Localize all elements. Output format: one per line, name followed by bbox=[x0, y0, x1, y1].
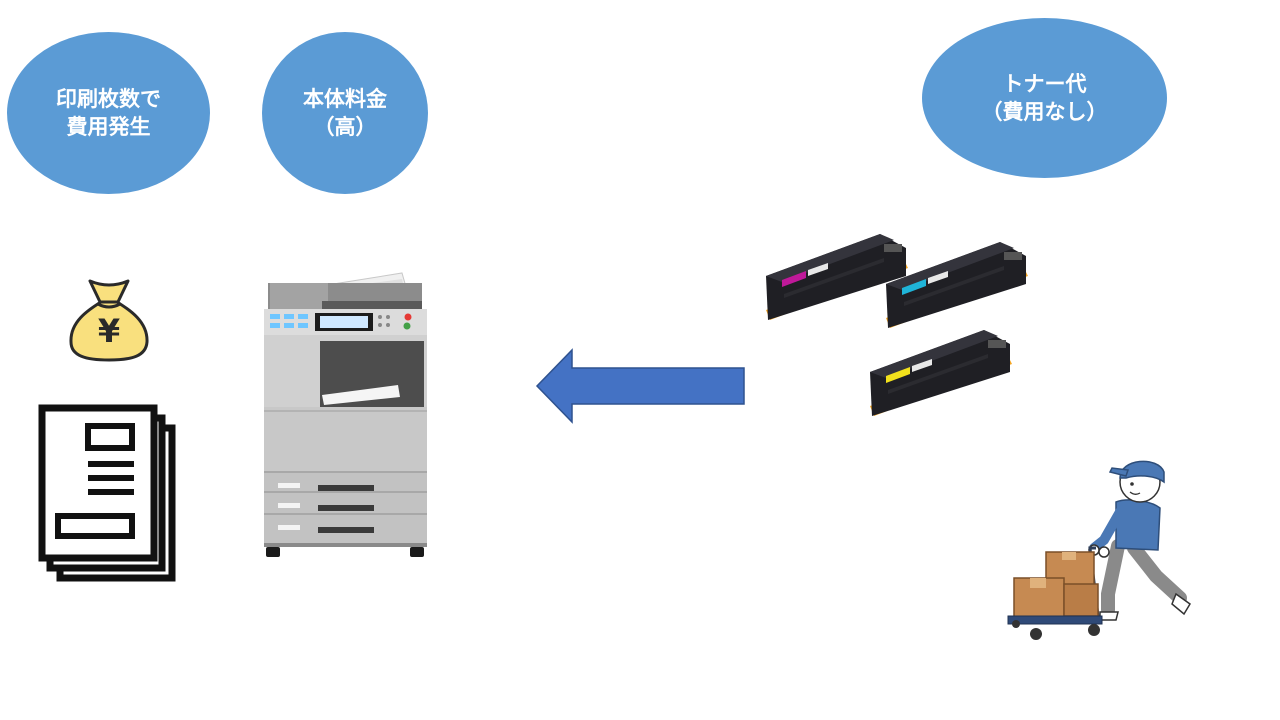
left-arrow-icon bbox=[535, 348, 745, 424]
toner-cartridge-cyan bbox=[886, 242, 1028, 328]
toner-cartridge-magenta bbox=[766, 234, 908, 320]
body-price-line-1: 本体料金 bbox=[303, 87, 387, 111]
toner-cost-line-1: トナー代 bbox=[1002, 72, 1087, 96]
body-price-bubble: 本体料金 （高） bbox=[262, 32, 428, 194]
toner-cartridge-yellow bbox=[870, 330, 1012, 416]
documents-stack-icon bbox=[38, 404, 176, 582]
yen-symbol: ¥ bbox=[98, 312, 120, 350]
toner-cartridges-icon bbox=[766, 234, 1028, 416]
per-page-fee-line-2: 費用発生 bbox=[66, 115, 151, 139]
copier-machine-icon bbox=[264, 272, 427, 557]
toner-cost-bubble: トナー代 （費用なし） bbox=[922, 18, 1167, 178]
per-page-fee-line-1: 印刷枚数で bbox=[56, 87, 161, 111]
body-price-line-2: （高） bbox=[313, 115, 377, 139]
toner-cost-line-2: （費用なし） bbox=[981, 100, 1108, 124]
per-page-fee-bubble: 印刷枚数で 費用発生 bbox=[7, 32, 210, 194]
delivery-worker-icon bbox=[1007, 460, 1191, 640]
money-bag-icon: ¥ bbox=[69, 279, 149, 362]
